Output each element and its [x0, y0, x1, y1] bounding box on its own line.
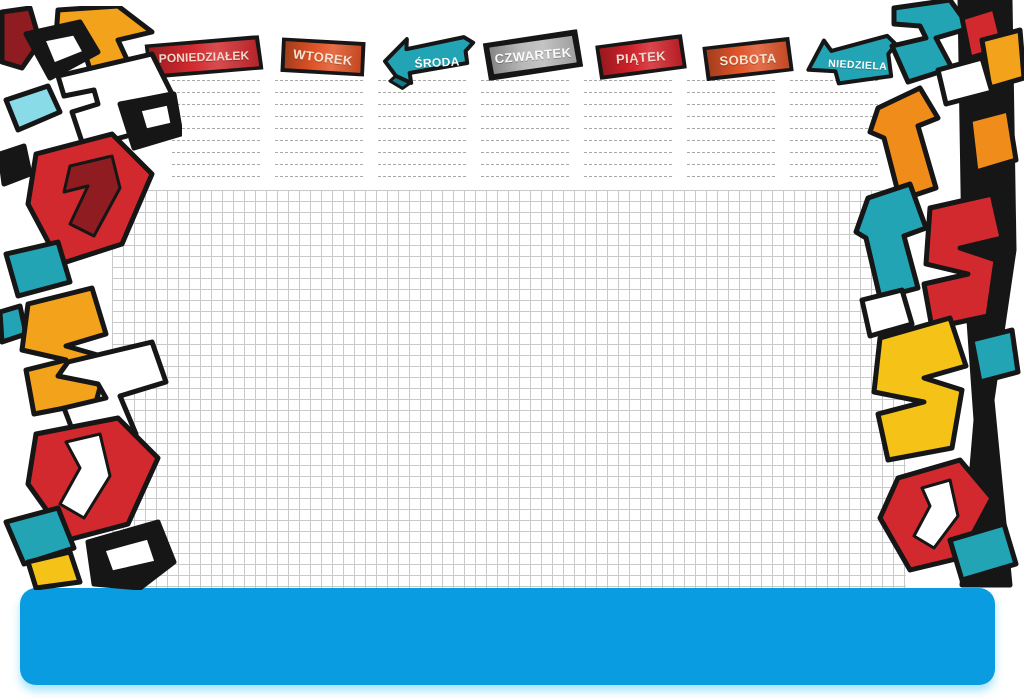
left-arrow-shape [383, 35, 476, 90]
day-banner-niedziela: NIEDZIELA [805, 28, 898, 91]
note-line [481, 140, 569, 141]
day-label: NIEDZIELA [827, 57, 888, 73]
note-column [275, 80, 363, 188]
day-label: CZWARTEK [494, 44, 572, 66]
note-line [275, 80, 363, 81]
note-line [584, 116, 672, 117]
note-line [172, 116, 260, 117]
note-line [481, 176, 569, 177]
note-line [172, 128, 260, 129]
note-line [584, 176, 672, 177]
note-line [275, 104, 363, 105]
day-label: ŚRODA [414, 54, 461, 71]
note-line [687, 92, 775, 93]
day-label: PONIEDZIAŁEK [158, 48, 250, 66]
note-line [584, 92, 672, 93]
note-column [584, 80, 672, 188]
day-label: SOBOTA [719, 50, 777, 68]
note-line [687, 104, 775, 105]
note-line [481, 128, 569, 129]
note-line [790, 116, 878, 117]
note-line [790, 176, 878, 177]
note-line [172, 164, 260, 165]
note-line [172, 92, 260, 93]
note-line [687, 140, 775, 141]
note-line [378, 164, 466, 165]
note-line [790, 128, 878, 129]
note-line [687, 128, 775, 129]
note-line [687, 80, 775, 81]
note-line [481, 92, 569, 93]
day-banner-piatek: PIĄTEK [598, 37, 684, 77]
note-column [172, 80, 260, 188]
day-banner-sroda: ŚRODA [382, 30, 477, 91]
note-line [275, 140, 363, 141]
note-line [687, 164, 775, 165]
note-line [790, 80, 878, 81]
note-line [275, 152, 363, 153]
note-line [790, 92, 878, 93]
note-line [687, 116, 775, 117]
graph-paper-grid [112, 190, 906, 588]
note-line [378, 104, 466, 105]
note-line [378, 80, 466, 81]
note-line [378, 128, 466, 129]
note-line [584, 152, 672, 153]
note-line [790, 140, 878, 141]
bottom-blue-panel [20, 588, 995, 685]
note-line [275, 128, 363, 129]
note-column [481, 80, 569, 188]
note-line [378, 116, 466, 117]
note-line [172, 104, 260, 105]
note-line [790, 164, 878, 165]
note-line [481, 152, 569, 153]
note-line [584, 140, 672, 141]
note-line [378, 152, 466, 153]
note-line [275, 116, 363, 117]
note-line [481, 80, 569, 81]
note-line [172, 140, 260, 141]
note-column [687, 80, 775, 188]
note-line [172, 176, 260, 177]
note-line [584, 104, 672, 105]
note-line [481, 104, 569, 105]
day-banner-poniedzialek: PONIEDZIAŁEK [147, 38, 260, 76]
note-line [687, 152, 775, 153]
note-line [275, 92, 363, 93]
day-banner-sobota: SOBOTA [705, 40, 791, 78]
note-line [172, 152, 260, 153]
day-label: PIĄTEK [615, 47, 667, 67]
note-line [584, 80, 672, 81]
note-line [687, 176, 775, 177]
note-line [378, 176, 466, 177]
day-banner-czwartek: CZWARTEK [488, 34, 579, 76]
day-banner-wtorek: WTOREK [281, 35, 365, 78]
note-column [378, 80, 466, 188]
note-line [584, 164, 672, 165]
note-line [275, 176, 363, 177]
note-line [275, 164, 363, 165]
note-line [481, 116, 569, 117]
note-line [584, 128, 672, 129]
note-line [790, 152, 878, 153]
note-column [790, 80, 878, 188]
note-line [790, 104, 878, 105]
note-line [378, 140, 466, 141]
note-line [378, 92, 466, 93]
note-line [481, 164, 569, 165]
note-line [172, 80, 260, 81]
